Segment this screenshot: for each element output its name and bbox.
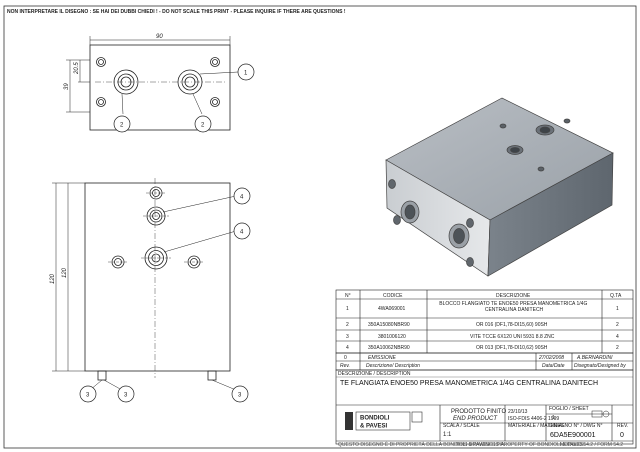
svg-text:VITE TCCE 6X120 UNI 5931 8.8 Z: VITE TCCE 6X120 UNI 5931 8.8 ZNC: [470, 334, 555, 340]
finish-it: PRODOTTO FINITO: [451, 409, 506, 415]
svg-text:4: 4: [240, 230, 244, 236]
dim-39: 39: [64, 83, 70, 90]
svg-text:BONDIOLI: BONDIOLI: [360, 416, 390, 422]
revision-label-desc: Descrizione/ Description: [366, 363, 420, 369]
standard-iso: ISO-FDIS 4406-2 1999: [508, 416, 559, 422]
drawing-title: TE FLANGIATA ENOE50 PRESA MANOMETRICA 1/…: [340, 380, 598, 387]
bom-header-n: N°: [345, 293, 351, 299]
sheet-border: [3, 5, 637, 449]
svg-text:1: 1: [244, 71, 248, 77]
bom-header-code: CODICE: [383, 293, 403, 299]
scale-label: SCALA / SCALE: [443, 423, 480, 429]
standard-date: 23/10/13: [508, 409, 528, 415]
revision-label-date: Data/Date: [542, 363, 565, 369]
top-view: [66, 36, 239, 131]
revision-label-designer: Disegnato/Designed by: [574, 363, 626, 369]
svg-text:350A15080NBR90: 350A15080NBR90: [368, 322, 410, 328]
svg-text:350A10062NBR90: 350A10062NBR90: [368, 345, 410, 351]
svg-text:4: 4: [616, 334, 619, 340]
svg-text:4WA069001: 4WA069001: [378, 306, 406, 312]
bom-row: 1 4WA069001 BLOCCO FLANGIATO TE ENOE50 P…: [346, 301, 619, 313]
bom-row: 3 3801006120 VITE TCCE 6X120 UNI 5931 8.…: [346, 334, 619, 340]
footer-left: QUESTO DISEGNO È DI PROPRIETÀ DELLA BOND…: [338, 441, 505, 448]
svg-text:4: 4: [240, 195, 244, 201]
svg-text:3: 3: [124, 393, 128, 399]
balloon-1: 1: [237, 63, 255, 81]
svg-text:BLOCCO FLANGIATO TE ENOE50 PRE: BLOCCO FLANGIATO TE ENOE50 PRESA MANOMET…: [439, 301, 589, 313]
svg-text:3: 3: [86, 393, 90, 399]
revision-description: EMISSIONE: [368, 355, 396, 361]
revision-date: 27/02/2008: [538, 355, 564, 361]
sheet-number: 1: [552, 415, 555, 421]
bom-header-desc: DESCRIZIONE: [496, 293, 531, 299]
svg-text:2: 2: [120, 123, 124, 129]
svg-text:2: 2: [346, 322, 349, 328]
balloon-3-middle: 3: [117, 385, 135, 403]
balloon-2-left: 2: [113, 115, 131, 133]
balloon-3-left: 3: [79, 385, 97, 403]
svg-text:1: 1: [616, 306, 619, 312]
bom-row: 4 350A10062NBR90 OR 013 (DF1,78-DI10,62)…: [346, 345, 619, 351]
sheet-label: FOGLIO / SHEET: [549, 406, 589, 412]
dim-90: 90: [156, 34, 163, 40]
svg-text:3801006120: 3801006120: [378, 334, 406, 340]
svg-text:OR 016 (DF1,78-DI15,60) 90SH: OR 016 (DF1,78-DI15,60) 90SH: [476, 322, 548, 328]
title-block: [335, 369, 634, 445]
isometric-view: [385, 97, 614, 277]
front-view: [52, 178, 237, 391]
svg-text:4: 4: [346, 345, 349, 351]
svg-text:2: 2: [201, 123, 205, 129]
svg-text:3: 3: [238, 393, 242, 399]
balloon-3-right: 3: [231, 385, 249, 403]
material-label: MATERIALE / MATERIAL: [508, 423, 565, 429]
rev-label: REV.: [617, 423, 628, 429]
projection-symbol: [591, 410, 610, 418]
revision-label-rev: Rev.: [340, 363, 350, 369]
drawing-number: 6DA5E900001: [550, 432, 596, 439]
balloon-4-upper: 4: [233, 187, 251, 205]
finish-en: END PRODUCT: [453, 416, 498, 422]
svg-text:& PAVESI: & PAVESI: [360, 424, 387, 430]
bom-row: 2 350A15080NBR90 OR 016 (DF1,78-DI15,60)…: [346, 322, 619, 328]
svg-text:OR 013 (DF1,78-DI10,62) 90SH: OR 013 (DF1,78-DI10,62) 90SH: [476, 345, 548, 351]
rev-number: 0: [620, 432, 624, 439]
svg-text:3: 3: [346, 334, 349, 340]
balloon-2-right: 2: [194, 115, 212, 133]
dim-120-inner: 120: [62, 267, 68, 278]
company-logo: BONDIOLI & PAVESI: [345, 411, 423, 431]
header-note: NON INTERPRETARE IL DISEGNO : SE HAI DEI…: [7, 9, 346, 15]
footer-mid: THIS DRAWING IS PROPERTY OF BONDIOLI & P…: [456, 442, 585, 448]
svg-text:1: 1: [346, 306, 349, 312]
svg-text:2: 2: [616, 322, 619, 328]
revision-designer: A.BERNARDINI: [576, 355, 613, 361]
bom-table: [335, 289, 634, 354]
description-label: DESCRIZIONE / DESCRIPTION: [338, 371, 411, 377]
balloon-4-lower: 4: [233, 222, 251, 240]
drawing-number-label: DISEGNO N° / DWG N°: [549, 423, 602, 429]
footer-right: MODULO 54.2 / FORM 54.2: [560, 442, 623, 448]
revision-number: 0: [344, 355, 347, 361]
dim-120-outer: 120: [50, 273, 56, 284]
scale-value: 1:1: [443, 432, 452, 438]
svg-text:2: 2: [616, 345, 619, 351]
dim-20-5: 20.5: [74, 62, 80, 75]
bom-header-qty: Q.TA: [610, 293, 622, 299]
